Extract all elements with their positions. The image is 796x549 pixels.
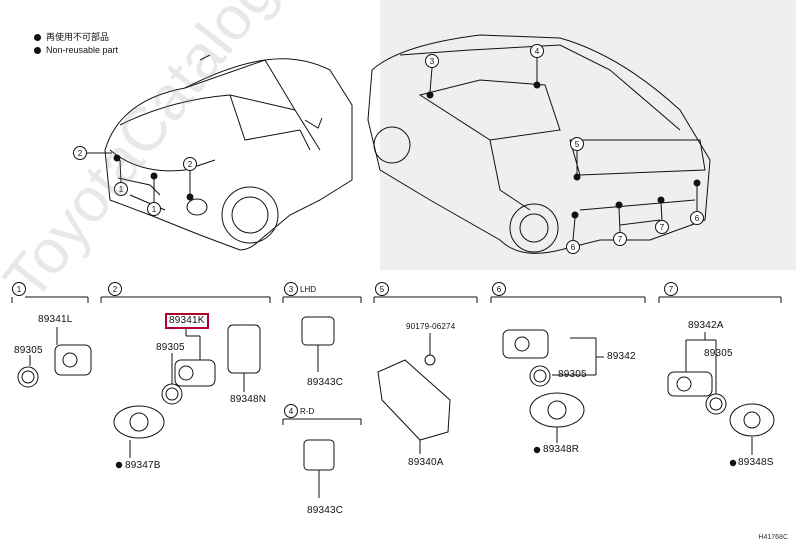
callout-rear-5: 5: [575, 140, 580, 149]
bullet-icon: [34, 34, 41, 41]
callout-rear-6b: 6: [695, 214, 700, 223]
section-4-variant: R-D: [300, 407, 315, 416]
part-89348R[interactable]: 89348R: [543, 444, 580, 455]
sensor-3-drawing: [301, 316, 335, 372]
part-89341L[interactable]: 89341L: [38, 314, 73, 325]
rear-view-panel: [380, 0, 796, 270]
front-car-illustration: [104, 54, 353, 251]
part-89305-1[interactable]: 89305: [14, 345, 43, 356]
part-90179-06274[interactable]: 90179-06274: [406, 322, 456, 331]
ecu-drawing: [377, 333, 451, 454]
part-89305-7[interactable]: 89305: [704, 348, 733, 359]
part-89342[interactable]: 89342: [607, 351, 636, 362]
sensor-1-drawing: [17, 327, 165, 458]
legend-line-2: Non-reusable part: [46, 45, 119, 55]
section-num-4: 4: [289, 407, 294, 416]
part-89347B[interactable]: 89347B: [125, 460, 161, 471]
section-num-3: 3: [289, 285, 294, 294]
part-89340A[interactable]: 89340A: [408, 457, 444, 468]
figure-code: H41768C: [758, 534, 788, 541]
section-num-1: 1: [17, 285, 22, 294]
rear-car-illustration: [367, 34, 711, 254]
part-89343C-lhd[interactable]: 89343C: [307, 377, 344, 388]
sensor-6-drawing: [502, 329, 604, 443]
part-89348N[interactable]: 89348N: [230, 394, 267, 405]
callout-rear-7a: 7: [618, 235, 623, 244]
callout-rear-7b: 7: [660, 223, 665, 232]
part-89305-2[interactable]: 89305: [156, 342, 185, 353]
legend-line-1: 再使用不可部品: [46, 32, 110, 42]
callout-rear-4: 4: [535, 47, 540, 56]
callout-front-2b: 2: [188, 160, 193, 169]
callout-front-1b: 1: [152, 205, 157, 214]
legend: 再使用不可部品 Non-reusable part: [34, 31, 118, 57]
section-num-2: 2: [113, 285, 118, 294]
callout-front-1a: 1: [119, 185, 124, 194]
part-89343C-rhd[interactable]: 89343C: [307, 505, 344, 516]
sensor-7-drawing: [667, 332, 775, 455]
section-num-7: 7: [669, 285, 674, 294]
highlight-box: [165, 313, 209, 329]
part-89305-6[interactable]: 89305: [558, 369, 587, 380]
callout-rear-3: 3: [430, 57, 435, 66]
part-89341K[interactable]: 89341K: [169, 315, 205, 326]
section-num-5: 5: [380, 285, 385, 294]
part-89342A[interactable]: 89342A: [688, 320, 724, 331]
callout-front-2a: 2: [78, 149, 83, 158]
section-num-6: 6: [497, 285, 502, 294]
sensor-4-drawing: [303, 439, 335, 498]
callout-rear-6a: 6: [571, 243, 576, 252]
part-89348S[interactable]: 89348S: [738, 457, 774, 468]
bullet-icon: [34, 47, 41, 54]
sensor-2-drawing: [161, 324, 261, 405]
section-3-variant: LHD: [300, 285, 317, 294]
